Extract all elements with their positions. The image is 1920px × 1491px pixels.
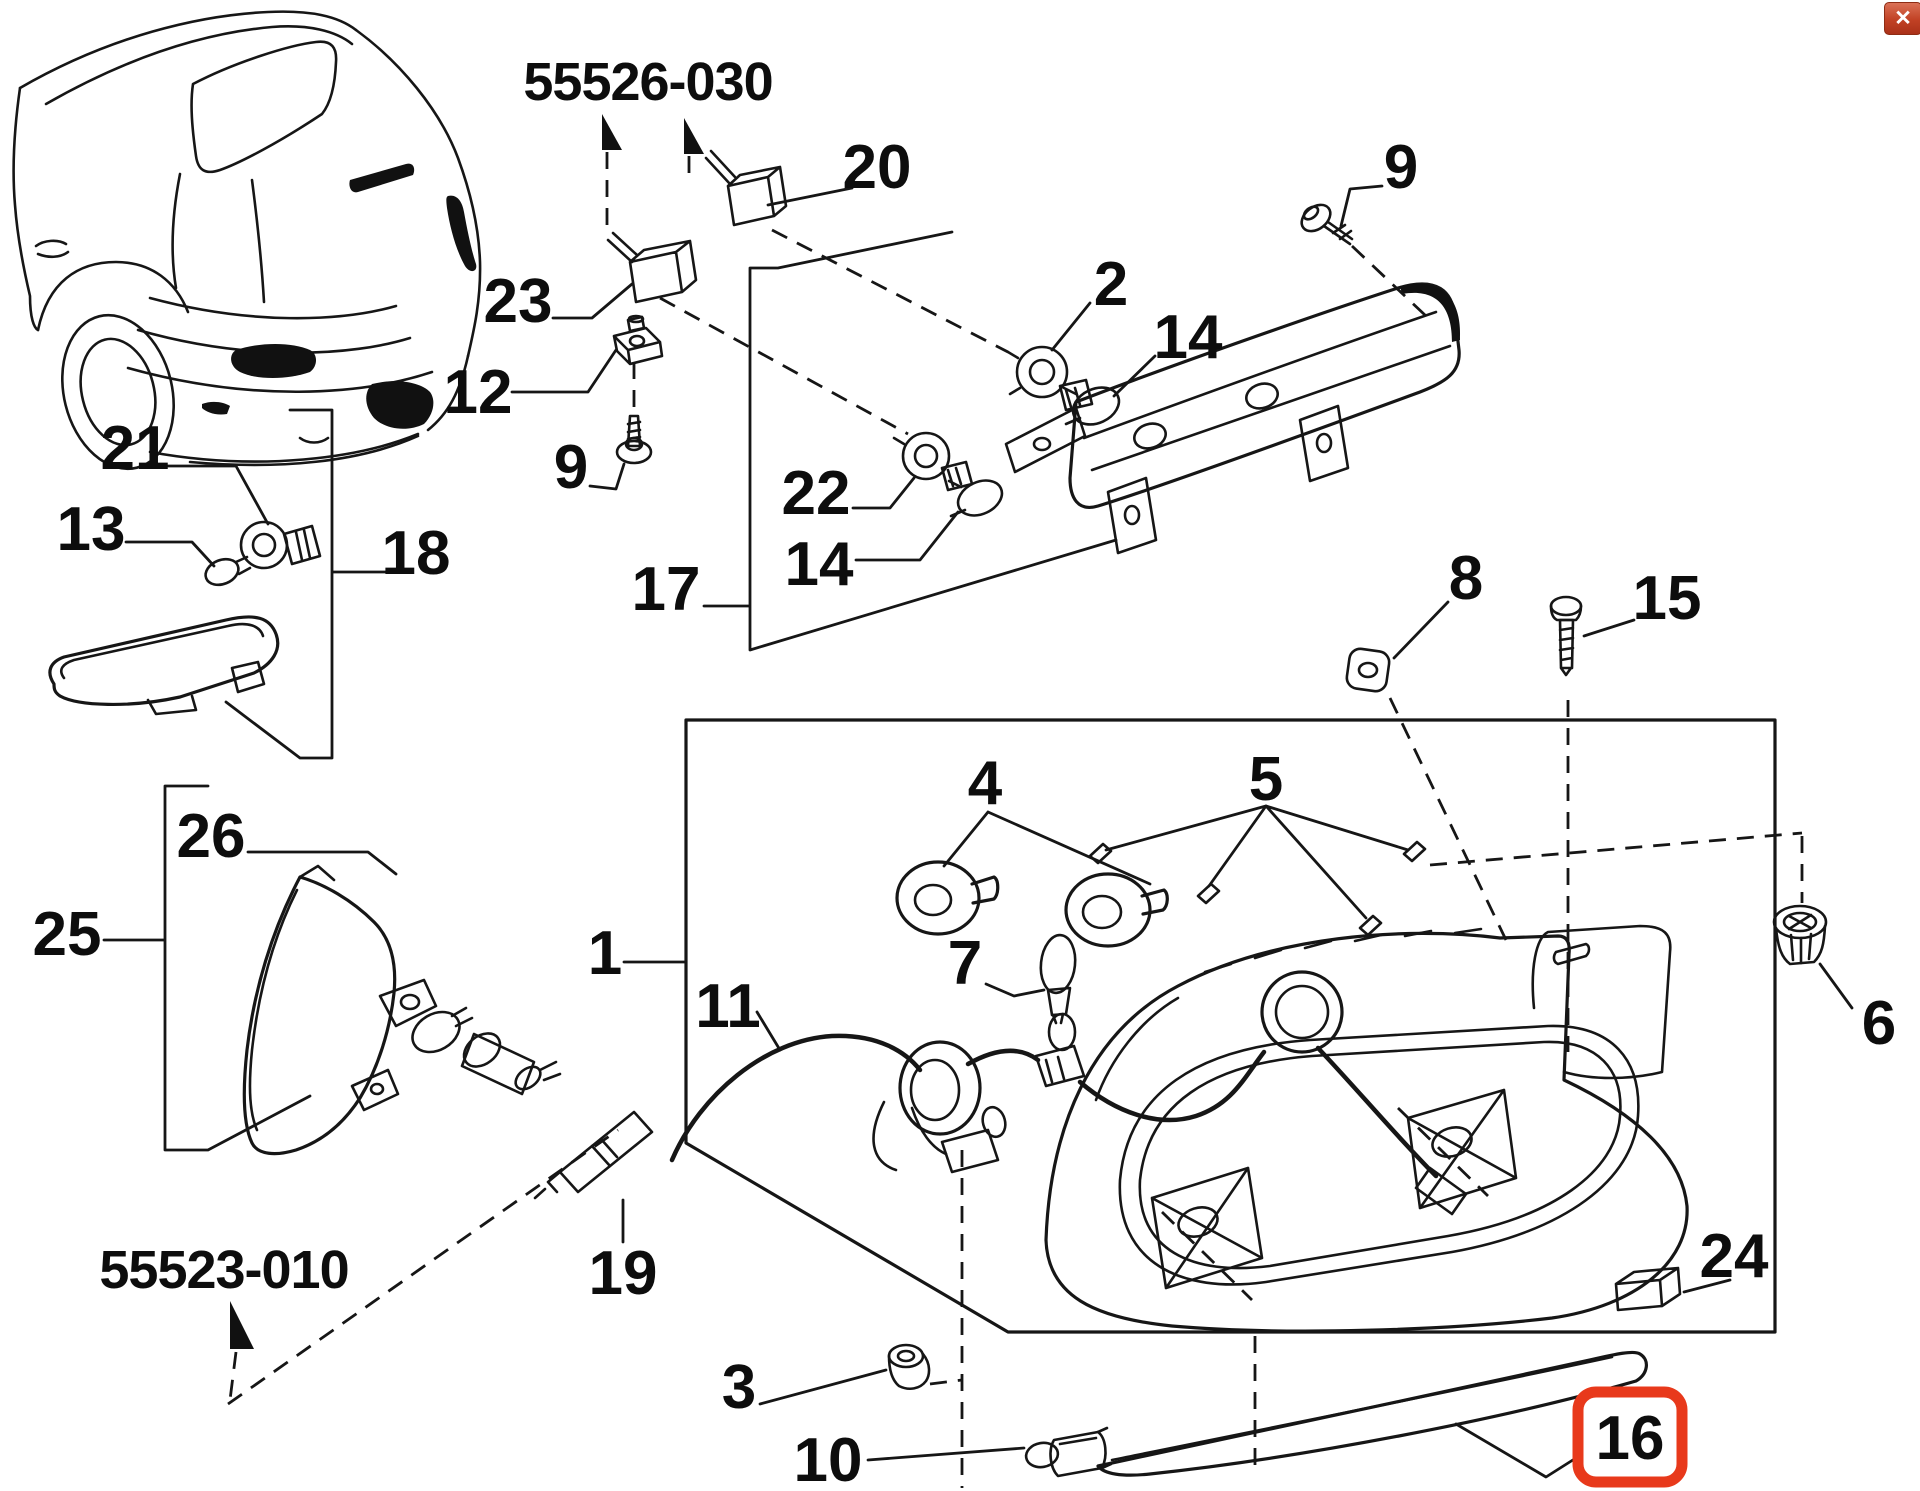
car-left-tail-lamp: [231, 344, 316, 378]
callout-7[interactable]: 7: [948, 929, 982, 998]
screw-9-left: [615, 414, 653, 465]
callout-3[interactable]: 3: [722, 1353, 756, 1422]
car-bumper-reflector: [202, 401, 230, 415]
callout-23[interactable]: 23: [484, 267, 553, 336]
leader-lines: [124, 184, 1854, 1479]
reference-number-top[interactable]: 55526-030: [523, 52, 773, 112]
push-nut-6: [1772, 904, 1828, 966]
car-bumper-lamp: [366, 381, 434, 429]
high-mount-stop-lamp-assembly: [702, 230, 1461, 652]
screw-9-right: [1300, 203, 1354, 246]
block-24: [1614, 1266, 1682, 1312]
connector-23: [606, 231, 698, 304]
connector-19: [533, 1110, 654, 1200]
callout-2[interactable]: 2: [1094, 250, 1128, 319]
bulb-14-lower: [947, 479, 1004, 518]
fog-reflector-lamp-assembly: [102, 784, 562, 1156]
car-rear-sketch: [12, 10, 482, 471]
callout-labels: 20 23 12 9 2 14 22 14 17 9 8 15 21 13 18…: [33, 133, 1897, 1491]
arrow-up-icon: [602, 114, 622, 150]
callout-24[interactable]: 24: [1700, 1222, 1769, 1291]
car-spoiler-lamp-strip: [349, 163, 415, 193]
callout-5[interactable]: 5: [1249, 745, 1283, 814]
grommet-8: [1345, 647, 1391, 693]
callout-17[interactable]: 17: [632, 555, 701, 624]
bulb-26: [411, 1010, 461, 1054]
callout-10[interactable]: 10: [794, 1426, 863, 1491]
callout-21[interactable]: 21: [101, 414, 170, 483]
side-marker-lamp-assembly: [48, 408, 388, 760]
bulb-holder-21: [239, 520, 289, 570]
callout-25[interactable]: 25: [33, 900, 102, 969]
bulb-13: [204, 557, 240, 587]
arrow-up-icon: [230, 1301, 254, 1349]
callout-9-right[interactable]: 9: [1384, 133, 1418, 202]
arrow-up-icon: [684, 118, 704, 154]
wiring-harness-11: [669, 970, 1468, 1216]
callout-12[interactable]: 12: [444, 358, 513, 427]
callout-9-left[interactable]: 9: [554, 433, 588, 502]
close-button[interactable]: ✕: [1884, 2, 1920, 35]
nut-3: [887, 1343, 931, 1391]
callout-4[interactable]: 4: [968, 749, 1003, 818]
callout-26[interactable]: 26: [177, 802, 246, 871]
close-icon: ✕: [1894, 7, 1912, 30]
highlighted-callout-16[interactable]: 16: [1572, 1386, 1688, 1488]
callout-14-lower[interactable]: 14: [785, 530, 854, 599]
tail-lamp-assembly: [1044, 924, 1689, 1333]
highlight-box: [1572, 1386, 1688, 1488]
bolt-15: [1549, 595, 1583, 677]
construction-dashed-lines: [227, 114, 1804, 1488]
callout-8[interactable]: 8: [1449, 544, 1483, 613]
lens-16: [1096, 1350, 1648, 1477]
callout-18[interactable]: 18: [382, 519, 451, 588]
callout-13[interactable]: 13: [57, 495, 126, 564]
reference-number-bottom-left[interactable]: 55523-010: [99, 1240, 349, 1300]
bulb-socket-10: [1024, 1426, 1113, 1478]
callout-22[interactable]: 22: [782, 459, 851, 528]
grommet-12: [612, 314, 664, 366]
kit-box-1: [684, 718, 1777, 1334]
callout-1[interactable]: 1: [588, 919, 622, 988]
callout-16: 16: [1596, 1404, 1665, 1473]
callout-6[interactable]: 6: [1862, 989, 1896, 1058]
bulb-7: [1039, 933, 1077, 1025]
callout-15[interactable]: 15: [1633, 564, 1702, 633]
gaskets-4: [895, 860, 1169, 948]
callout-19[interactable]: 19: [589, 1239, 658, 1308]
bulb-holder-22: [892, 431, 974, 492]
connector-20: [704, 149, 788, 227]
car-right-tail-lamp: [446, 195, 477, 272]
callout-11[interactable]: 11: [695, 972, 761, 1041]
callout-14-upper[interactable]: 14: [1154, 303, 1223, 372]
bulb-holder-2: [1006, 345, 1094, 412]
callout-20[interactable]: 20: [843, 133, 912, 202]
